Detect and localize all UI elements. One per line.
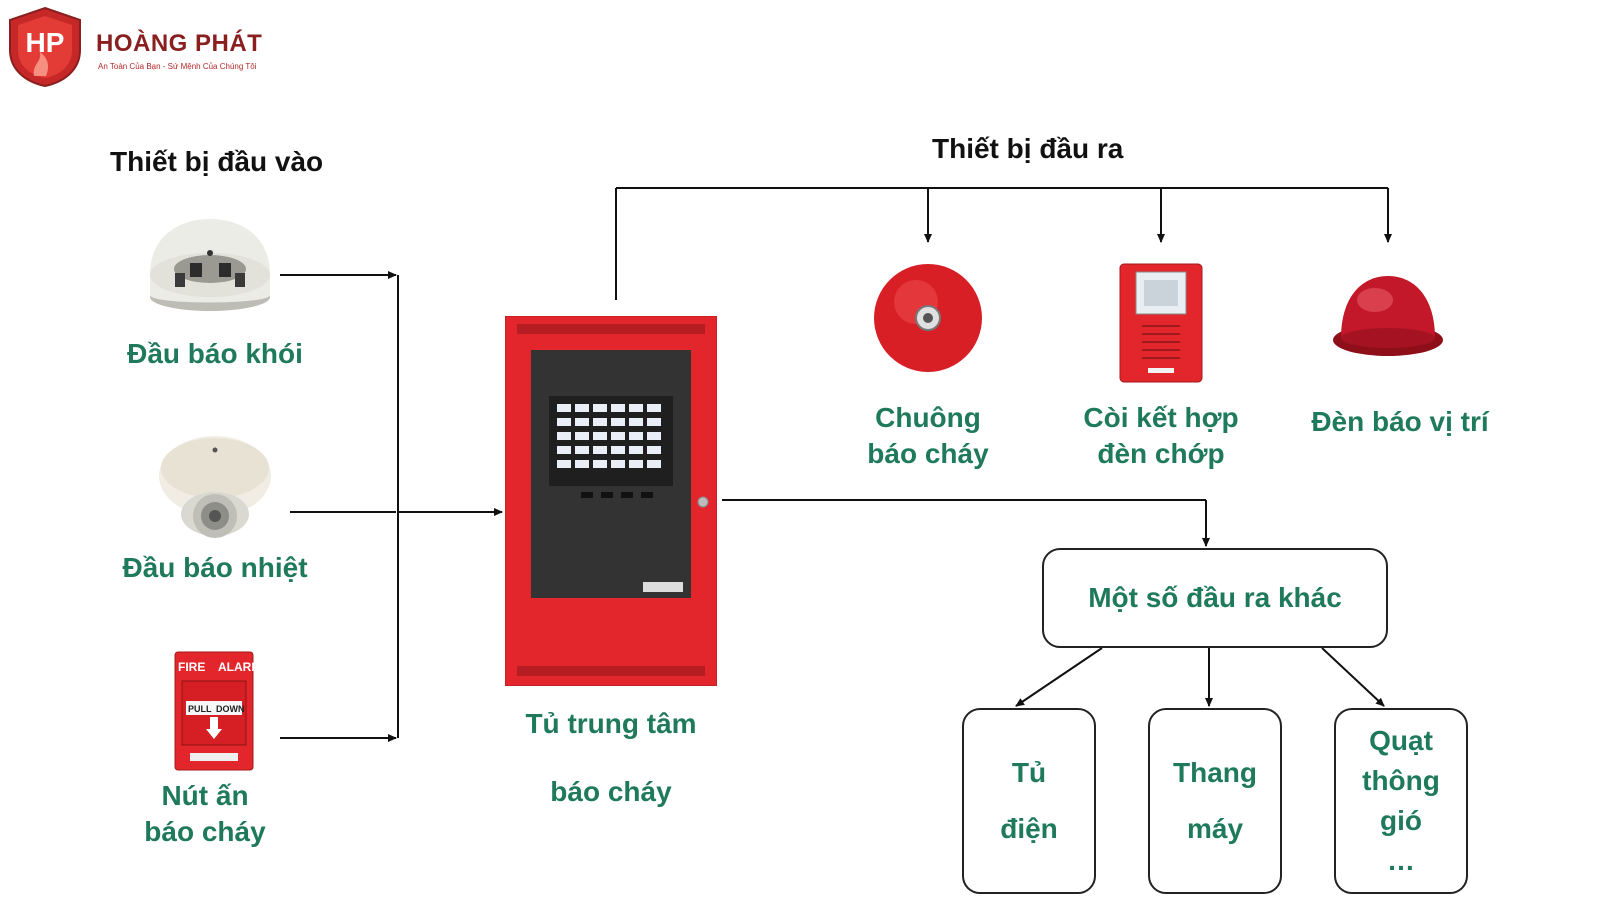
electric-cabinet-box: Tủ điện [962, 708, 1096, 894]
logo-title: HOÀNG PHÁT [96, 30, 263, 57]
arrow-to-fan [1321, 647, 1385, 707]
callpoint-pull-text: PULL [188, 704, 212, 714]
fire-bell-label: Chuông báo cháy [867, 402, 989, 469]
location-lamp-icon [1333, 276, 1443, 356]
fire-alarm-panel-icon [505, 316, 717, 686]
panel-label-line1: Tủ trung tâm [525, 708, 697, 739]
logo-monogram: HP [26, 27, 65, 58]
ventilation-fan-box: Quạt thông gió … [1334, 708, 1468, 894]
logo-shield-icon: HP [9, 6, 81, 88]
horn-strobe-label: Còi kết hợp đèn chớp [1083, 402, 1239, 469]
heat-detector-label: Đầu báo nhiệt [122, 552, 308, 583]
smoke-detector-label: Đầu báo khói [127, 338, 303, 369]
inputs-heading: Thiết bị đầu vào [110, 146, 324, 177]
other-outputs-box: Một số đầu ra khác [1042, 548, 1388, 648]
elevator-box: Thang máy [1148, 708, 1282, 894]
smoke-detector-icon [150, 219, 270, 311]
manual-call-point-label: Nút ấn báo cháy [144, 780, 266, 847]
horn-strobe-icon [1119, 263, 1203, 383]
callpoint-alarm-text: ALARM [218, 660, 254, 674]
fire-bell-icon [874, 264, 982, 372]
manual-call-point-icon: FIRE ALARM PULL DOWN [174, 651, 254, 771]
brand-logo: HP HOÀNG PHÁT An Toàn Của Bạn - Sứ Mệnh … [6, 6, 306, 88]
heat-detector-icon [159, 436, 271, 538]
outputs-heading: Thiết bị đầu ra [932, 133, 1124, 164]
panel-label-line2: báo cháy [550, 776, 672, 807]
callpoint-fire-text: FIRE [178, 660, 205, 674]
arrow-to-electric-cabinet [1015, 647, 1103, 707]
logo-tagline: An Toàn Của Bạn - Sứ Mệnh Của Chúng Tôi [98, 62, 257, 71]
callpoint-down-text: DOWN [216, 704, 245, 714]
location-lamp-label: Đèn báo vị trí [1311, 406, 1489, 437]
